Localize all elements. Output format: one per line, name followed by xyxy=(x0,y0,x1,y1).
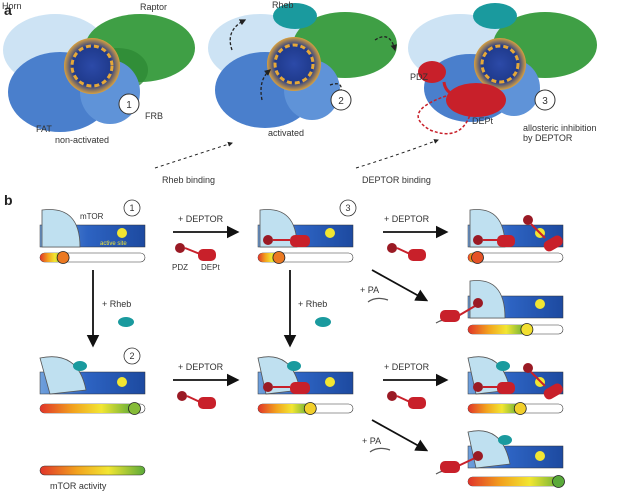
caption-allosteric-1: allosteric inhibition xyxy=(523,123,597,133)
arrow-label-pa-1: + PA xyxy=(360,285,379,295)
activity-bars xyxy=(39,251,565,488)
activity-bar-state2-pa-marker xyxy=(552,475,565,488)
arrow-pa-1 xyxy=(371,269,429,302)
rheb-free-1 xyxy=(118,317,134,327)
label-mtor: mTOR xyxy=(80,212,104,221)
arrow-pa-2 xyxy=(371,419,429,452)
deptor-free-4 xyxy=(387,391,426,409)
structure-3 xyxy=(408,3,597,135)
label-rheb-a: Rheb xyxy=(272,0,294,10)
arrow-label-rheb-1: + Rheb xyxy=(102,299,131,309)
structure-1 xyxy=(3,14,195,132)
caption-activated: activated xyxy=(268,128,304,138)
transition-arrow-2 xyxy=(355,139,439,169)
state-number-b3: 3 xyxy=(345,203,350,213)
state-2-deptor xyxy=(257,356,354,395)
transition-rheb-binding: Rheb binding xyxy=(162,175,215,185)
activity-bar-state1-pa-marker xyxy=(520,323,534,336)
activity-bar-state3-marker xyxy=(272,251,286,264)
arrow-label-deptor-2: + DEPTOR xyxy=(384,214,430,224)
panel-b-letter: b xyxy=(4,192,13,208)
activity-bar-state2-marker xyxy=(128,402,141,415)
activity-bar-state1-pa-fill xyxy=(468,325,527,334)
state-number-b1: 1 xyxy=(129,203,134,213)
state-pa-released-1 xyxy=(435,280,564,324)
activity-bar-state2-deptor-marker xyxy=(303,402,317,415)
label-dept-b: DEPt xyxy=(201,263,220,272)
state-1-kinase xyxy=(39,199,146,248)
caption-allosteric-2: by DEPTOR xyxy=(523,133,573,143)
state-2-double-deptor xyxy=(467,356,564,400)
legend-label: mTOR activity xyxy=(50,481,107,491)
pa-lipid-2 xyxy=(369,447,391,453)
caption-non-activated: non-activated xyxy=(55,135,109,145)
state-number-b2: 2 xyxy=(129,351,134,361)
panel-a-letter: a xyxy=(4,2,12,18)
activity-bar-state1-marker xyxy=(56,251,70,264)
label-active-site: active site xyxy=(100,241,127,247)
transition-arrow-1 xyxy=(154,141,233,169)
pa-lipid-1 xyxy=(367,297,389,303)
label-frb: FRB xyxy=(145,111,163,121)
activity-bar-state2-fill xyxy=(40,404,135,413)
label-pdz-b: PDZ xyxy=(172,263,188,272)
arrow-label-deptor-3: + DEPTOR xyxy=(178,362,224,372)
deptor-free-1 xyxy=(175,243,216,261)
label-horn: Horn xyxy=(2,1,22,11)
label-dept-a: DEPt xyxy=(472,116,494,126)
state-3-double-deptor xyxy=(467,209,564,252)
arrow-label-pa-2: + PA xyxy=(362,436,381,446)
label-pdz-a: PDZ xyxy=(410,72,429,82)
label-fat: FAT xyxy=(36,124,52,134)
activity-bar-state2-pa-fill xyxy=(468,477,563,486)
transition-deptor-binding: DEPTOR binding xyxy=(362,175,431,185)
label-raptor: Raptor xyxy=(140,2,167,12)
state-number-a2: 2 xyxy=(338,96,344,107)
deptor-free-2 xyxy=(387,243,426,261)
state-pa-released-2 xyxy=(435,430,564,475)
state-3-kinase xyxy=(257,199,357,248)
state-number-a3: 3 xyxy=(542,96,548,107)
activity-bar-state3-b-marker xyxy=(513,402,527,415)
legend-gradient-bar xyxy=(39,465,146,476)
activity-bar-state3-b-fill xyxy=(468,404,521,413)
arrow-label-deptor-1: + DEPTOR xyxy=(178,214,224,224)
activity-bar-state2-deptor-fill xyxy=(258,404,311,413)
arrow-label-rheb-2: + Rheb xyxy=(298,299,327,309)
state-2-kinase xyxy=(39,347,146,395)
arrow-label-deptor-4: + DEPTOR xyxy=(384,362,430,372)
state-number-a1: 1 xyxy=(126,100,132,111)
structure-2 xyxy=(208,3,397,128)
rheb-free-2 xyxy=(315,317,331,327)
deptor-free-3 xyxy=(177,391,216,409)
activity-bar-state1-deptor-marker xyxy=(471,251,484,264)
